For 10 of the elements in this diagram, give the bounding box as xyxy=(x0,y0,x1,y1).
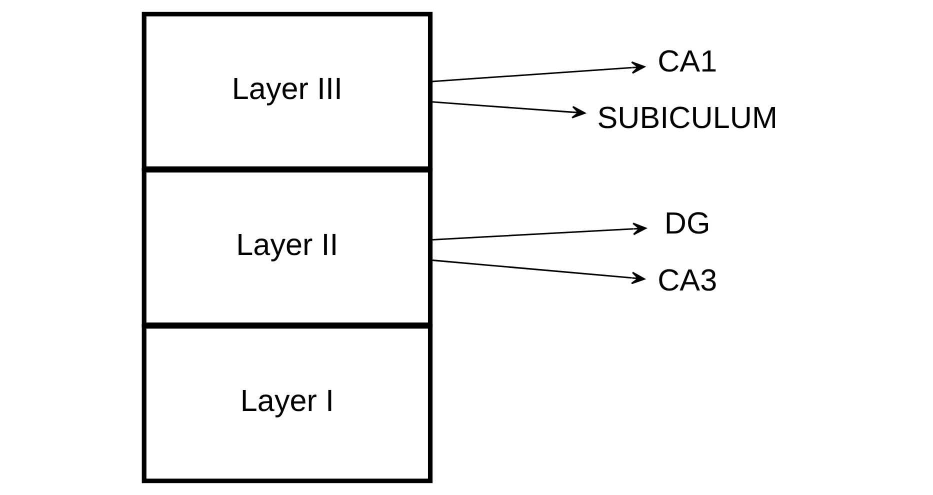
node-text: CA3 xyxy=(657,263,717,298)
node-text: DG xyxy=(664,206,710,241)
node-box: Layer I xyxy=(141,324,432,484)
arrow xyxy=(430,61,645,82)
node-text: SUBICULUM xyxy=(596,101,777,136)
node-box: Layer III xyxy=(141,12,432,171)
arrow xyxy=(430,101,585,118)
arrow xyxy=(430,222,646,241)
arrow xyxy=(430,259,645,284)
node-text: CA1 xyxy=(657,44,717,79)
